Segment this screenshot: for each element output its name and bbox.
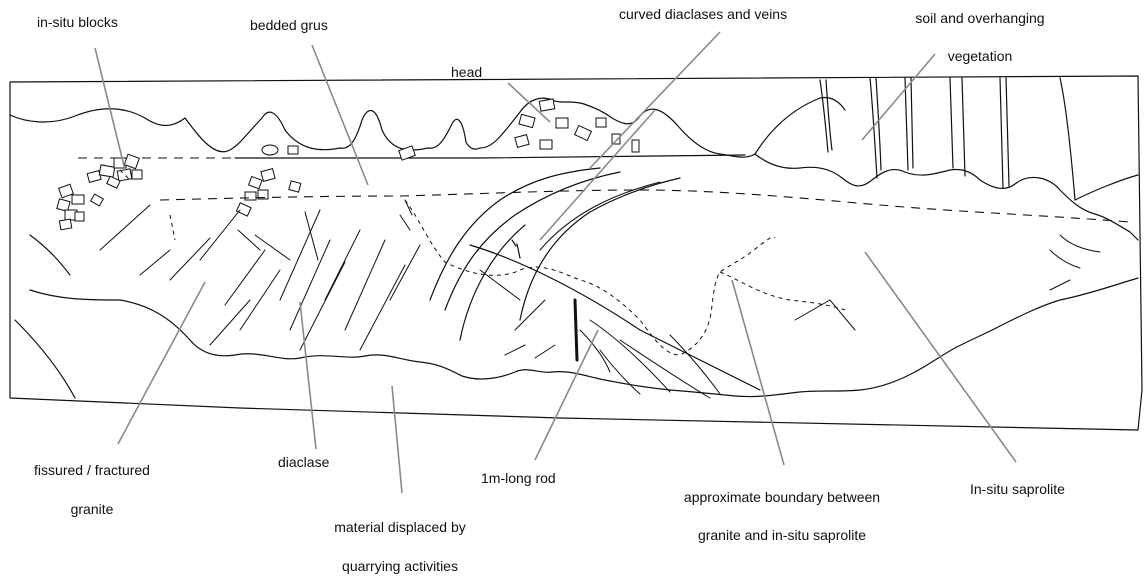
label-in-situ-blocks: in-situ blocks — [37, 13, 118, 31]
label-diaclase: diaclase — [278, 453, 329, 471]
soil-edge — [1075, 175, 1138, 200]
label-fissured-line2: granite — [12, 500, 172, 518]
tree-trunk-3 — [870, 78, 877, 178]
leader-rod — [535, 330, 598, 460]
tree-trunk-11 — [1060, 78, 1075, 200]
tree-trunk-8 — [962, 78, 965, 176]
leader-curved-diaclases-1 — [590, 32, 720, 168]
leader-soil-vegetation — [862, 54, 935, 140]
leader-in-situ-saprolite — [865, 252, 1016, 462]
label-soil-line2: vegetation — [905, 47, 1055, 65]
label-boundary-line2: granite and in-situ saprolite — [652, 526, 912, 544]
tree-trunk-5 — [905, 78, 908, 170]
leader-bedded-grus — [312, 45, 368, 185]
label-displaced-line2: quarrying activities — [300, 557, 500, 575]
left-edge-line — [30, 235, 70, 275]
label-fissured-line1: fissured / fractured — [12, 461, 172, 479]
saprolite-top-dashed-line — [160, 190, 1130, 222]
leader-approximate-boundary — [732, 280, 784, 465]
fracture-lines — [100, 168, 1100, 398]
label-in-situ-saprolite: In-situ saprolite — [970, 480, 1065, 498]
tree-trunk-10 — [1006, 78, 1009, 186]
label-displaced-line1: material displaced by — [300, 518, 500, 536]
tree-trunk-7 — [950, 78, 953, 168]
tree-trunk-9 — [1000, 78, 1003, 188]
label-bedded-grus: bedded grus — [250, 16, 328, 34]
tree-trunk-4 — [876, 78, 881, 170]
label-head: head — [451, 63, 482, 81]
label-boundary-line1: approximate boundary between — [652, 488, 912, 506]
dashed-vertical-1 — [170, 215, 175, 240]
label-rod: 1m-long rod — [481, 469, 556, 487]
left-ground-line — [15, 320, 75, 398]
label-soil-line1: soil and overhanging — [905, 9, 1055, 27]
rod-mark — [575, 300, 577, 360]
leader-displaced-material — [392, 386, 402, 493]
tree-trunk-6 — [911, 78, 913, 168]
approximate-boundary-line — [405, 200, 775, 355]
leader-fissured-granite — [118, 282, 205, 444]
label-curved-diaclases: curved diaclases and veins — [619, 5, 787, 23]
